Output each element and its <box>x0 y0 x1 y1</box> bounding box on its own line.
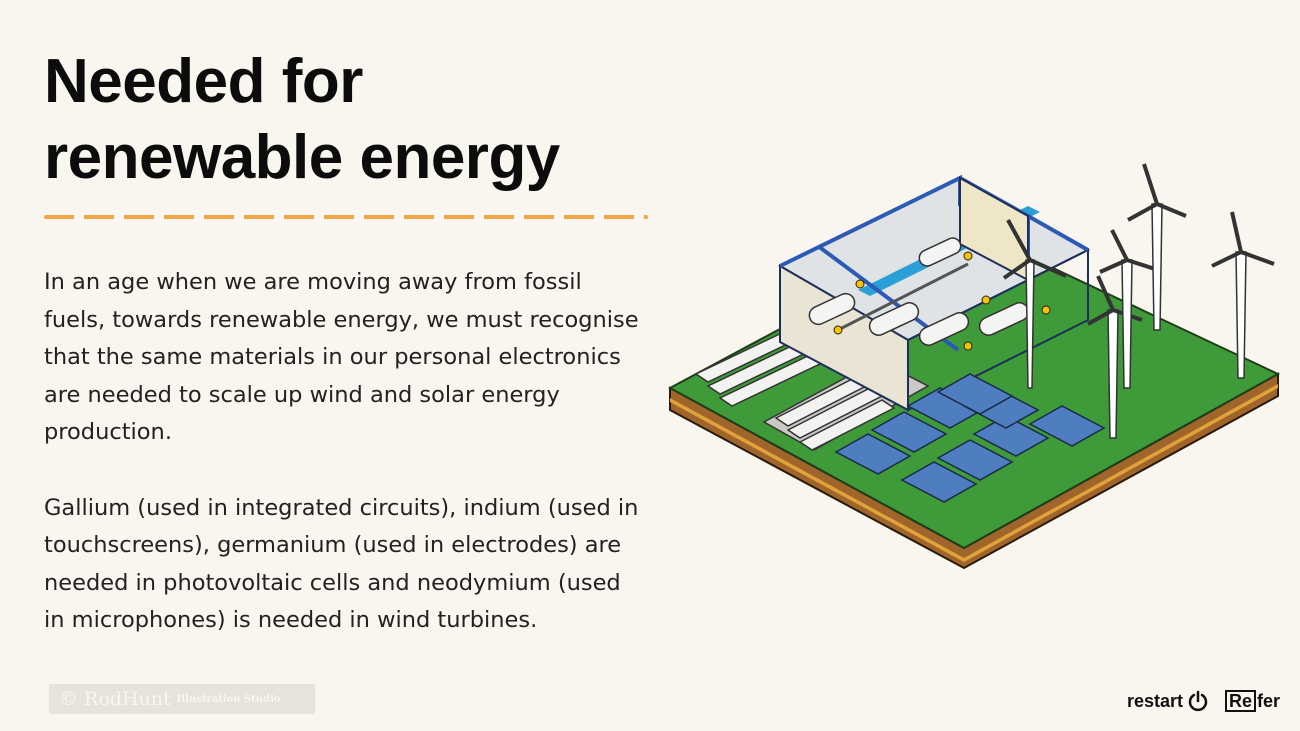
restart-logo: restart <box>1127 690 1209 712</box>
wind-turbine-5 <box>1211 211 1275 379</box>
renewable-energy-illustration <box>668 163 1280 570</box>
wind-turbine-4 <box>1127 163 1187 331</box>
refer-logo-text: fer <box>1256 690 1280 711</box>
partner-logos: restart Re fer <box>1127 690 1280 712</box>
title-line-2: renewable energy <box>44 123 560 192</box>
paragraph-1: In an age when we are moving away from f… <box>44 269 639 445</box>
restart-logo-text: restart <box>1126 690 1183 711</box>
refer-logo: Re fer <box>1224 690 1280 712</box>
body-text: In an age when we are moving away from f… <box>44 264 644 678</box>
power-icon <box>1188 690 1208 712</box>
turbine-blades-right <box>774 375 896 451</box>
slide-title: Needed for renewable energy <box>44 44 664 196</box>
wind-turbine-3 <box>1099 229 1159 389</box>
solar-panels <box>834 373 1106 503</box>
title-line-1: Needed for <box>44 47 363 116</box>
refer-logo-box: Re <box>1224 690 1256 712</box>
workers <box>833 251 1051 351</box>
wind-turbines <box>1002 163 1275 439</box>
credit-name: © RodHunt <box>59 688 171 710</box>
paragraph-2: Gallium (used in integrated circuits), i… <box>44 494 639 634</box>
wind-turbine-1 <box>1002 219 1067 389</box>
tower-segments <box>808 237 1030 346</box>
dashed-divider <box>44 215 648 219</box>
illustration-credit: © RodHunt Illustration Studio <box>49 684 315 714</box>
credit-studio: Illustration Studio <box>176 693 281 705</box>
